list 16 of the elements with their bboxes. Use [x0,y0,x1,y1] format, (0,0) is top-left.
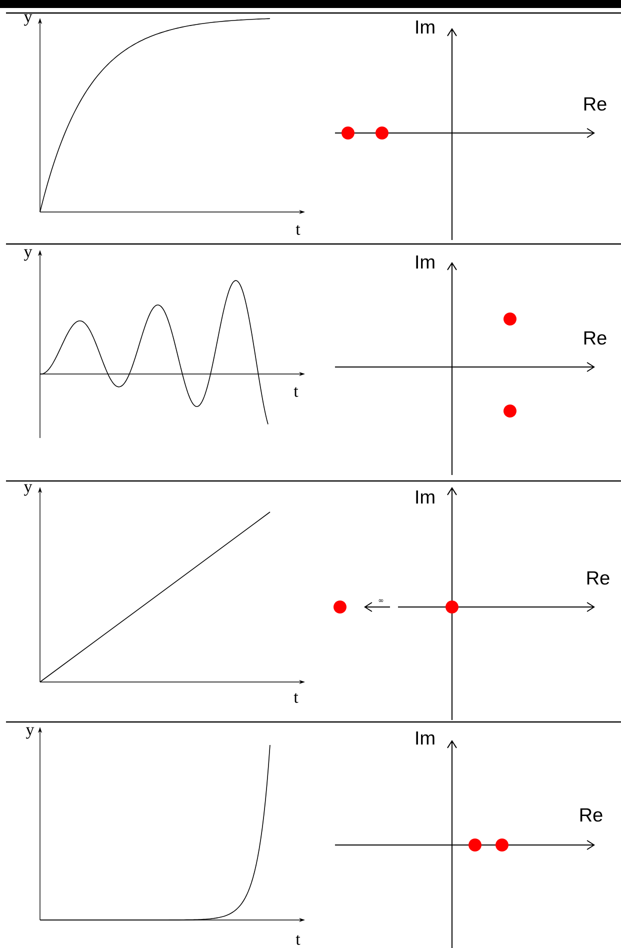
label: Re [580,808,602,822]
label: y [24,249,32,261]
label: t [296,225,300,235]
label: y [26,727,34,739]
label: Im [416,731,434,745]
label: Re [584,331,606,345]
label: y [24,484,32,496]
label: t [294,387,298,397]
label: Re [587,571,610,585]
label: t [294,693,298,703]
label: t [296,935,300,945]
label: Im [416,490,434,504]
label: y [24,14,32,26]
label: Re [584,97,606,111]
label: Im [416,20,434,34]
label: Im [416,255,434,269]
